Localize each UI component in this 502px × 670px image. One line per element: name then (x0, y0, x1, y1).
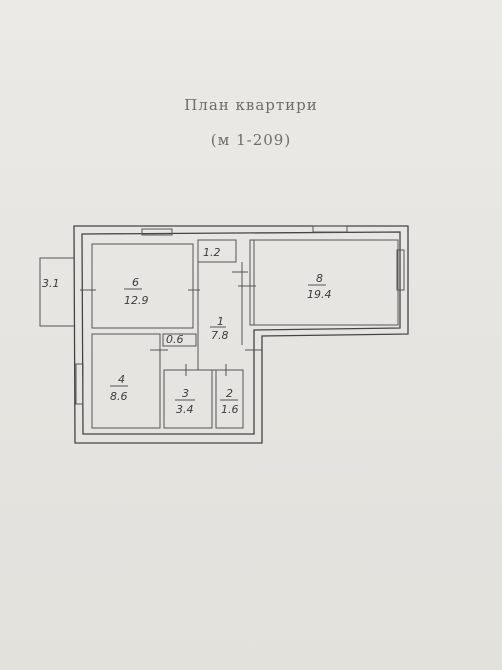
room-1-area: 7.8 (211, 329, 229, 342)
room-8-number: 8 (316, 272, 323, 285)
page-title: План квартири (184, 96, 318, 114)
room-3-area: 3.4 (176, 403, 194, 416)
outer-walls (73, 225, 409, 444)
interior-walls (91, 239, 399, 429)
room-6-area: 12.9 (124, 294, 149, 307)
room-1-2-area: 1.2 (203, 246, 221, 259)
room-4-area: 8.6 (110, 390, 128, 403)
room-8-area: 19.4 (307, 288, 332, 301)
room-1-number: 1 (217, 315, 224, 328)
room-6-number: 6 (132, 276, 139, 289)
balcony-outline (39, 257, 74, 327)
room-5-area: 0.6 (166, 333, 184, 346)
room-2-area: 1.6 (221, 403, 239, 416)
door-marks (80, 271, 262, 376)
windows (75, 225, 405, 405)
room-3-number: 3 (182, 387, 189, 400)
room-2-number: 2 (226, 387, 233, 400)
room-4-number: 4 (118, 373, 125, 386)
page-subtitle: (м 1-209) (210, 131, 292, 149)
balcony-area: 3.1 (42, 277, 60, 290)
